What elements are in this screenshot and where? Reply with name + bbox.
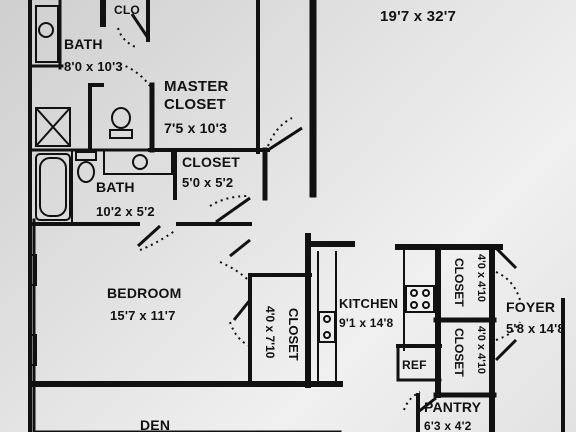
door-swing-bath2	[139, 229, 177, 251]
room-label-closet-small: CLOSET	[182, 154, 240, 170]
kitchen-sink	[318, 311, 336, 343]
room-label-closet-tall: CLOSET	[286, 308, 301, 361]
header-dims: 19'7 x 32'7	[380, 8, 457, 25]
burner-3	[410, 301, 418, 309]
room-label-bath2: BATH	[96, 179, 135, 195]
sink-mid	[132, 154, 148, 170]
room-label-kitchen: KITCHEN	[339, 296, 399, 311]
room-dims-closet-tall: 4'0 x 7'10	[263, 306, 277, 359]
toilet-bowl	[111, 107, 131, 129]
door-swing-closet-tall	[229, 321, 251, 347]
window-left-1	[29, 254, 37, 286]
room-label-closet-lower: CLOSET	[452, 328, 466, 377]
door-leaf-bath2	[136, 224, 162, 248]
vanity-top	[35, 5, 59, 63]
room-label-den: DEN	[140, 417, 171, 432]
room-label-closet-upper: CLOSET	[452, 258, 466, 307]
door-swing-pantry	[403, 391, 421, 411]
door-leaf-pantry	[417, 396, 437, 414]
burner-4	[422, 301, 430, 309]
door-swing-master	[267, 117, 293, 147]
room-dims-bath2: 10'2 x 5'2	[96, 204, 155, 219]
toilet-tank	[109, 129, 133, 139]
door-swing-closet-upper	[495, 271, 521, 301]
shower-fixture	[35, 107, 71, 147]
sink-bowl-1	[323, 315, 331, 323]
room-label-pantry: PANTRY	[424, 399, 482, 415]
room-label-foyer: FOYER	[506, 299, 556, 315]
room-label-master-2: CLOSET	[164, 96, 227, 113]
burner-2	[422, 289, 430, 297]
room-dims-foyer: 5'8 x 14'8	[506, 321, 565, 336]
burner-1	[410, 289, 418, 297]
sink-bowl-2	[323, 331, 331, 339]
room-dims-pantry: 6'3 x 4'2	[424, 419, 472, 432]
door-swing-bedroom	[219, 261, 249, 281]
toilet-bath2-tank	[75, 151, 97, 161]
door-leaf-closet-tall	[232, 299, 252, 321]
bathtub	[35, 153, 71, 221]
window-left-2	[29, 334, 37, 366]
room-label-clo: CLO	[114, 3, 140, 17]
shower-x2	[35, 107, 71, 147]
door-leaf-closet-small	[215, 196, 251, 224]
door-leaf-master	[267, 126, 303, 152]
room-dims-bath1: 8'0 x 10'3	[64, 59, 123, 74]
room-dims-closet-lower: 4'0 x 4'10	[475, 326, 487, 375]
door-leaf-closet-lower	[494, 338, 518, 362]
vanity-mid	[103, 149, 173, 175]
stove	[405, 285, 435, 313]
toilet-bath2	[77, 161, 95, 183]
bathtub-inner	[39, 157, 67, 217]
room-label-ref: REF	[402, 358, 427, 372]
room-dims-closet-small: 5'0 x 5'2	[182, 175, 234, 190]
door-leaf-foyer	[494, 246, 518, 270]
room-dims-bedroom: 15'7 x 11'7	[110, 308, 176, 323]
room-dims-kitchen: 9'1 x 14'8	[339, 316, 394, 330]
sink-top	[38, 22, 54, 38]
door-swing-clo	[117, 27, 139, 49]
room-label-bath1: BATH	[64, 36, 103, 52]
door-leaf-clo	[130, 13, 150, 39]
door-swing-closet-small	[209, 195, 249, 207]
room-dims-closet-upper: 4'0 x 4'10	[475, 254, 487, 303]
door-swing-bath1	[119, 63, 151, 87]
door-leaf-bedroom	[229, 238, 251, 258]
room-dims-master: 7'5 x 10'3	[164, 120, 228, 136]
room-label-bedroom: BEDROOM	[107, 285, 182, 301]
room-label-master-1: MASTER	[164, 78, 229, 95]
